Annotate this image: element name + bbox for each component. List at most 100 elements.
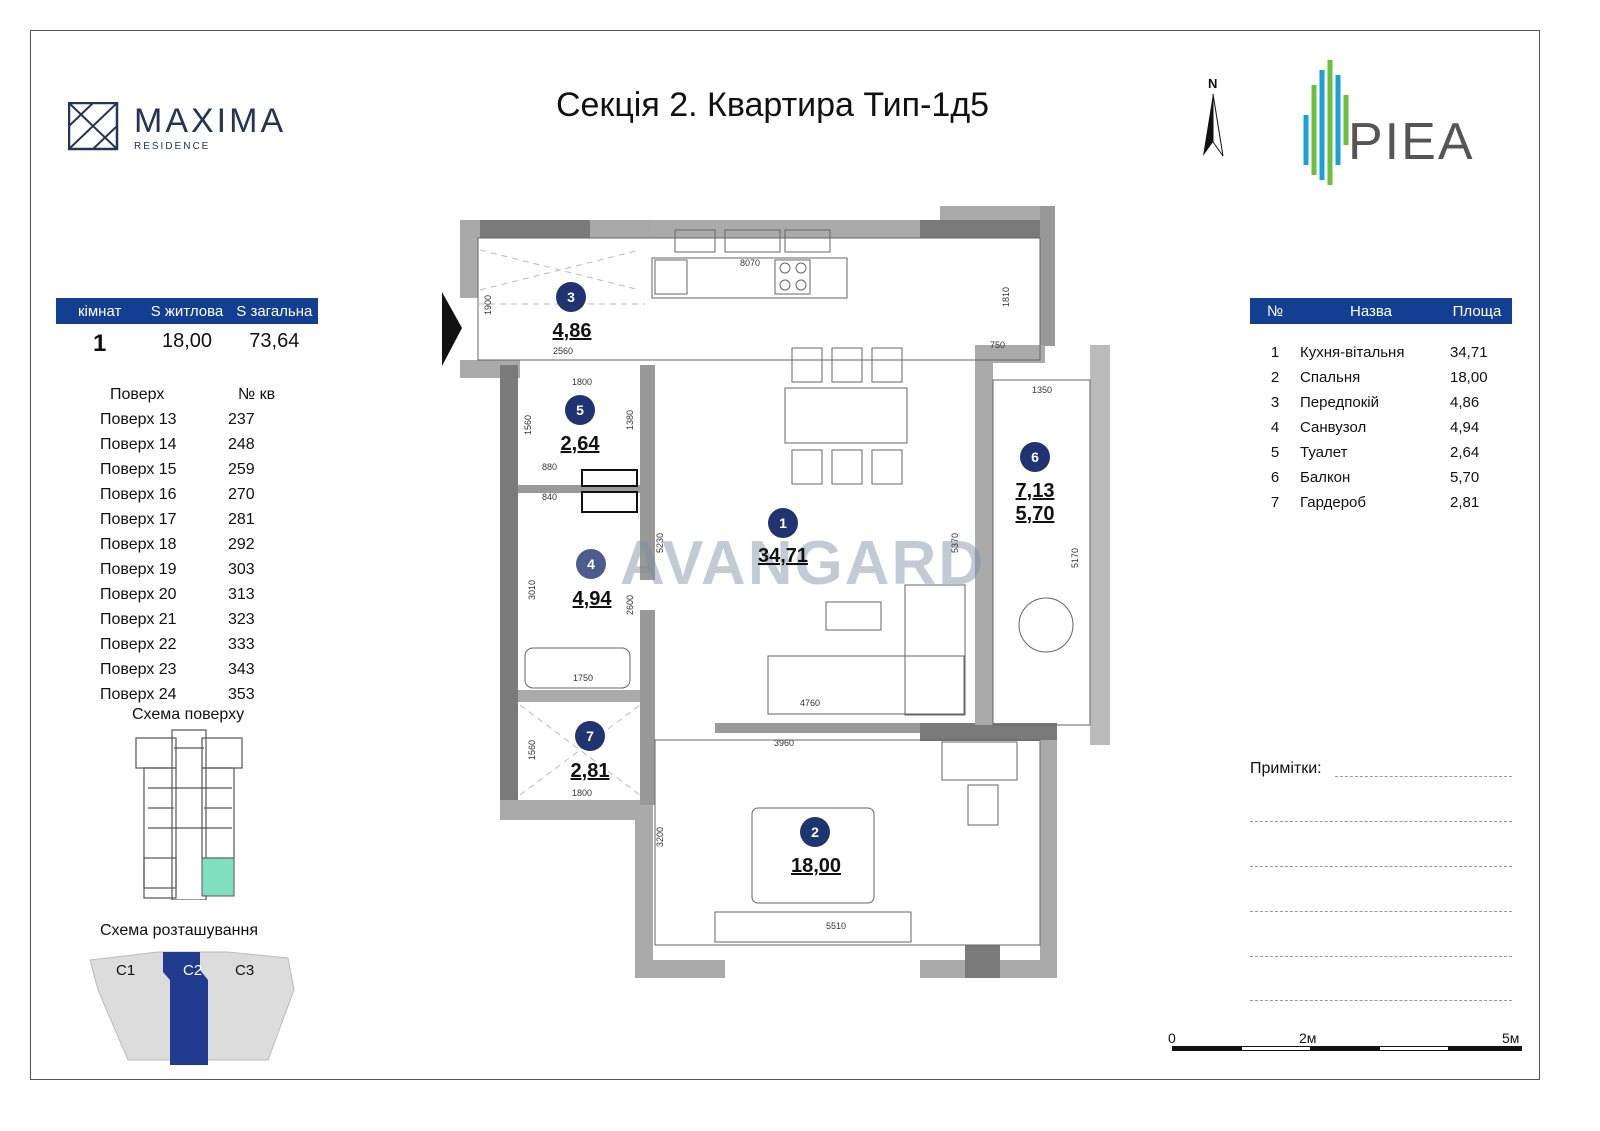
room-badge-2: 2: [800, 817, 830, 847]
notes-line: [1250, 866, 1512, 867]
room-no: 5: [1270, 444, 1280, 461]
total-area: 73,64: [249, 330, 300, 352]
room-name: Туалет: [1300, 444, 1348, 461]
dim: 840: [542, 492, 558, 502]
room-area-5: 2,64: [560, 433, 600, 455]
floor-name: Поверх 14: [100, 435, 177, 453]
dim: 5230: [655, 532, 666, 554]
dim: 880: [542, 462, 558, 472]
room-area-3: 4,86: [552, 320, 592, 342]
floor-header: Поверх: [110, 385, 165, 403]
room-name: Санвузол: [1300, 419, 1367, 436]
dim: 2560: [553, 346, 574, 356]
location-scheme-label: Схема розташування: [100, 922, 259, 939]
floor-row: Поверх 21 323: [90, 607, 275, 632]
room-area-6-total: 7,13: [1015, 480, 1055, 502]
room-area: 4,94: [1450, 419, 1480, 436]
dim: 3960: [774, 738, 795, 748]
dim: 3200: [655, 826, 666, 848]
north-label: N: [1208, 76, 1218, 91]
apartment-number: 259: [228, 460, 255, 478]
summary-values: 1 18,00 73,64: [56, 330, 318, 358]
floor-name: Поверх 18: [100, 535, 177, 553]
room-badge-7: 7: [575, 721, 605, 751]
floor-scheme-label: Схема поверху: [132, 706, 245, 723]
notes-line: [1250, 911, 1512, 912]
entrance-arrow-icon: [442, 292, 462, 366]
maxima-brand-sub: RESIDENCE: [134, 141, 211, 152]
notes-line: [1250, 956, 1512, 957]
floors-header: Поверх № кв: [90, 382, 275, 407]
scale-label-5m: 5м: [1502, 1030, 1520, 1046]
floor-row: Поверх 19 303: [90, 557, 275, 582]
apartment-number: 292: [228, 535, 255, 553]
dim: 1560: [523, 414, 534, 436]
floor-scheme-image: [135, 729, 243, 900]
floor-name: Поверх 21: [100, 610, 177, 628]
room-area-7: 2,81: [570, 760, 610, 782]
floor-name: Поверх 24: [100, 685, 177, 703]
notes-label: Примітки:: [1250, 760, 1322, 777]
section-c2: C2: [183, 962, 203, 979]
notes-line: [1335, 776, 1512, 777]
room-badge-3: 3: [556, 282, 586, 312]
room-name: Балкон: [1300, 469, 1351, 486]
room-area-6-reduced: 5,70: [1015, 503, 1055, 525]
apartment-number: 333: [228, 635, 255, 653]
floor-name: Поверх 20: [100, 585, 177, 603]
dim: 750: [990, 340, 1006, 350]
header-living-area: S житлова: [150, 302, 224, 320]
room-no: 4: [1270, 419, 1280, 436]
header-area: Площа: [1452, 302, 1502, 320]
north-arrow-icon: [1203, 93, 1224, 157]
apartment-number: 323: [228, 610, 255, 628]
dim: 5170: [1070, 547, 1081, 569]
room-no: 3: [1270, 394, 1280, 411]
room-area: 34,71: [1450, 344, 1488, 361]
floor-name: Поверх 15: [100, 460, 177, 478]
room-badge-6: 6: [1020, 442, 1050, 472]
piea-logo-icon: [1303, 60, 1349, 185]
room-no: 1: [1270, 344, 1280, 361]
room-row: 5 Туалет 2,64: [1250, 440, 1512, 465]
location-scheme-image: [89, 951, 295, 1065]
apartment-number: 237: [228, 410, 255, 428]
room-name: Спальня: [1300, 369, 1361, 386]
apartment-number: 353: [228, 685, 255, 703]
room-badge-1: 1: [768, 508, 798, 538]
scale-bar: [1172, 1046, 1522, 1051]
dim: 1380: [625, 409, 636, 431]
header-total-area: S загальна: [236, 302, 313, 320]
floor-name: Поверх 19: [100, 560, 177, 578]
apartment-number: 303: [228, 560, 255, 578]
apartment-number: 281: [228, 510, 255, 528]
scale-label-2m: 2м: [1299, 1030, 1317, 1046]
room-area: 2,64: [1450, 444, 1480, 461]
header-rooms: кімнат: [77, 302, 122, 320]
room-no: 2: [1270, 369, 1280, 386]
floor-row: Поверх 18 292: [90, 532, 275, 557]
room-no: 7: [1270, 494, 1280, 511]
room-area-1: 34,71: [757, 545, 809, 567]
floor-name: Поверх 13: [100, 410, 177, 428]
room-badge-5: 5: [565, 395, 595, 425]
summary-header: кімнат S житлова S загальна: [56, 298, 318, 324]
floor-name: Поверх 22: [100, 635, 177, 653]
dim: 1750: [573, 673, 594, 683]
dim: 1800: [572, 788, 593, 798]
room-area: 4,86: [1450, 394, 1480, 411]
rooms-count: 1: [92, 330, 107, 357]
floor-name: Поверх 16: [100, 485, 177, 503]
room-name: Гардероб: [1300, 494, 1366, 511]
header-no: №: [1266, 302, 1284, 320]
page-title: Секція 2. Квартира Тип-1д5: [556, 86, 990, 124]
apartment-number: 248: [228, 435, 255, 453]
